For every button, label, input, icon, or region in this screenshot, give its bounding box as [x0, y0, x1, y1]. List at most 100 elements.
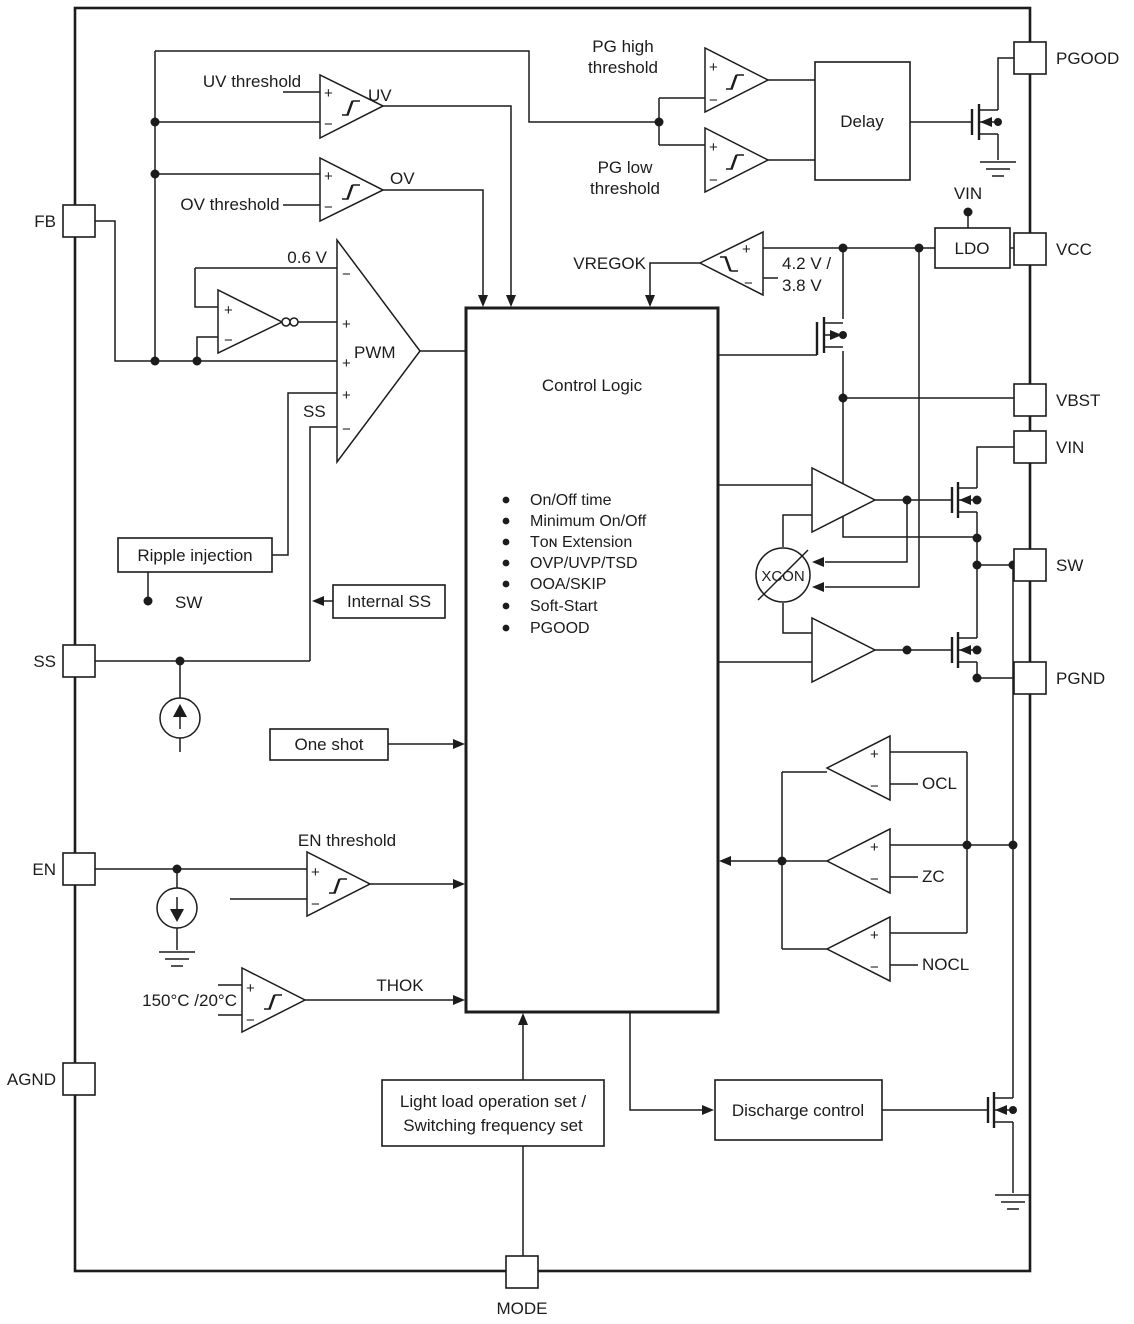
ground-symbol: [159, 951, 195, 967]
ss-current-source: [159, 697, 201, 739]
pin-ss: [62, 644, 96, 678]
en-current-source: [156, 887, 198, 929]
nocl-label: NOCL: [922, 955, 969, 974]
wires: [95, 50, 1014, 1256]
vregok-label: VREGOK: [573, 254, 646, 273]
ldo-block: [934, 227, 1011, 269]
pin-en: [62, 852, 96, 886]
xcon-block: XCON: [755, 547, 811, 603]
en-threshold-label: EN threshold: [298, 831, 396, 850]
pin-agnd: [62, 1062, 96, 1096]
xcon-label: XCON: [761, 568, 804, 585]
ripple-injection-label: Ripple injection: [137, 546, 252, 565]
zc-label: ZC: [922, 867, 945, 886]
pin-pgood: [1013, 41, 1047, 75]
pin-label-pgood: PGOOD: [1056, 49, 1119, 68]
ov-comparator: + −: [319, 156, 385, 223]
temp-threshold-label: 150°C /20°C: [142, 991, 237, 1010]
vreg-threshold-line2: 3.8 V: [782, 276, 822, 295]
vreg-threshold-line1: 4.2 V /: [782, 254, 831, 273]
arrowheads: [312, 295, 824, 1115]
uv-signal-label: UV: [368, 86, 392, 105]
light-load-block: [381, 1079, 605, 1147]
pin-mode: [505, 1255, 539, 1289]
pg-high-threshold-line1: PG high: [592, 37, 653, 56]
plus-sign: +: [324, 168, 333, 185]
minus-sign: −: [246, 1012, 255, 1029]
delay-block: [814, 61, 911, 181]
vref-label: 0.6 V: [287, 248, 327, 267]
low-side-fet: [950, 632, 977, 668]
plus-sign: +: [870, 839, 879, 856]
pins: [62, 41, 1047, 1289]
pin-vcc: [1013, 232, 1047, 266]
light-load-label-line1: Light load operation set /: [400, 1092, 586, 1111]
pin-label-agnd: AGND: [7, 1070, 56, 1089]
ocl-comparator: + −: [825, 734, 891, 802]
list-item: PGOOD: [530, 620, 590, 637]
pin-label-fb: FB: [34, 212, 56, 231]
ground-symbol: [995, 1194, 1031, 1210]
en-comparator: + −: [306, 850, 372, 918]
pin-vin: [1013, 430, 1047, 464]
vregok-comparator: + −: [698, 230, 764, 297]
minus-sign: −: [224, 332, 233, 349]
discharge-control-block: [714, 1079, 883, 1141]
plus-sign: +: [709, 139, 718, 156]
list-item: OVP/UVP/TSD: [530, 555, 638, 572]
zc-comparator: + −: [825, 827, 891, 895]
pin-label-en: EN: [32, 860, 56, 879]
list-item: OOA/SKIP: [530, 576, 606, 593]
ss-input-label: SS: [303, 402, 326, 421]
plus-sign: +: [342, 316, 351, 333]
thermal-comparator: + −: [241, 966, 307, 1034]
discharge-fet: [986, 1092, 1013, 1128]
thok-label: THOK: [376, 976, 424, 995]
minus-sign: −: [870, 959, 879, 976]
plus-sign: +: [311, 864, 320, 881]
pin-fb: [62, 204, 96, 238]
pg-low-threshold-line1: PG low: [598, 158, 654, 177]
minus-sign: −: [744, 275, 753, 292]
pin-label-vcc: VCC: [1056, 240, 1092, 259]
minus-sign: −: [324, 199, 333, 216]
vcc-vbst-pass-fet: [815, 317, 843, 355]
pg-high-threshold-line2: threshold: [588, 58, 658, 77]
pin-pgnd: [1013, 661, 1047, 695]
ldo-label: LDO: [955, 239, 990, 258]
high-side-fet: [950, 482, 977, 518]
sw-tap-label: SW: [175, 593, 202, 612]
ripple-injection-block: [117, 537, 273, 573]
pin-vbst: [1013, 383, 1047, 417]
minus-sign: −: [342, 266, 351, 283]
ov-signal-label: OV: [390, 169, 415, 188]
chip-outline: [73, 6, 1032, 1273]
low-side-driver: [811, 616, 877, 684]
pin-label-mode: MODE: [497, 1299, 548, 1318]
control-logic-list: On/Off time Minimum On/Off Tᴏɴ Extension…: [502, 492, 647, 637]
internal-ss-block: [332, 584, 446, 619]
plus-sign: +: [709, 59, 718, 76]
minus-sign: −: [342, 421, 351, 438]
uv-threshold-label: UV threshold: [203, 72, 301, 91]
pg-high-comparator: + −: [704, 46, 770, 114]
one-shot-block: [269, 728, 389, 761]
discharge-control-label: Discharge control: [732, 1101, 864, 1120]
minus-sign: −: [870, 778, 879, 795]
minus-sign: −: [311, 896, 320, 913]
minus-sign: −: [709, 92, 718, 109]
plus-sign: +: [224, 302, 233, 319]
ov-threshold-label: OV threshold: [180, 195, 279, 214]
list-item: Tᴏɴ Extension: [530, 534, 632, 551]
list-item: Soft-Start: [530, 598, 598, 615]
minus-sign: −: [709, 172, 718, 189]
list-item: On/Off time: [530, 492, 612, 509]
pgood-pulldown-fet: [970, 104, 998, 140]
minus-sign: −: [870, 871, 879, 888]
light-load-label-line2: Switching frequency set: [403, 1116, 583, 1135]
high-side-driver: [811, 466, 877, 534]
pin-label-ss: SS: [33, 652, 56, 671]
plus-sign: +: [324, 85, 333, 102]
plus-sign: +: [246, 980, 255, 997]
